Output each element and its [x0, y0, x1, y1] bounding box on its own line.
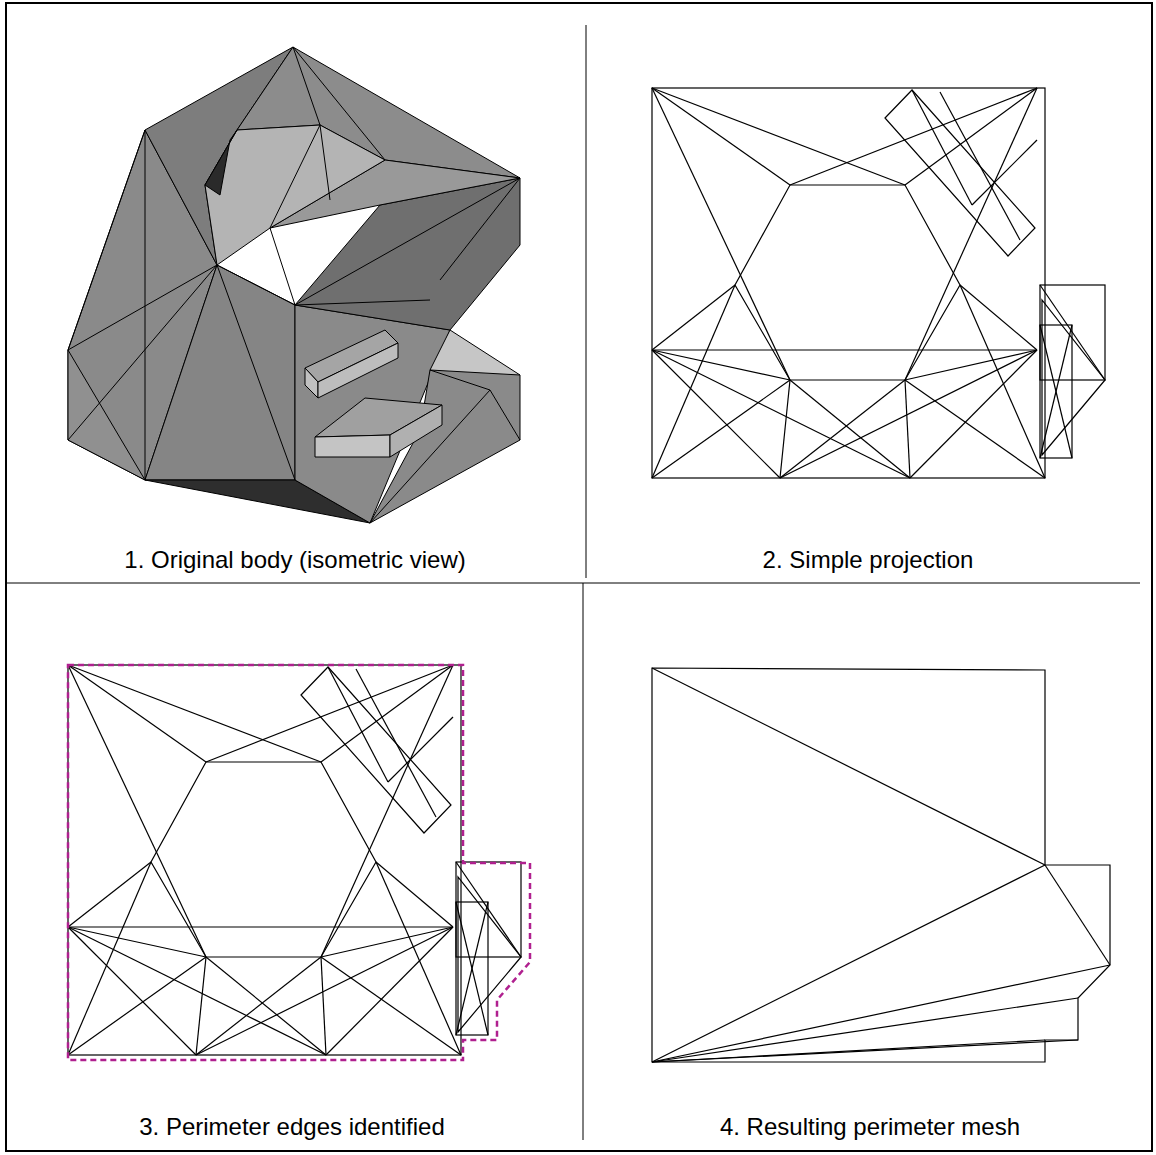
- divider: [583, 583, 584, 1140]
- perimeter-mesh: [652, 668, 1110, 1062]
- projection: [652, 88, 1105, 478]
- isometric-body: [68, 47, 520, 523]
- panel-caption: 4. Resulting perimeter mesh: [717, 1113, 1023, 1141]
- projection: [68, 665, 521, 1055]
- divider: [586, 25, 587, 578]
- outer-frame: [6, 3, 1152, 1151]
- perimeter-outline: [68, 665, 530, 1060]
- panel-caption: 1. Original body (isometric view): [121, 546, 468, 574]
- panel-caption: 2. Simple projection: [760, 546, 977, 574]
- panel-caption: 3. Perimeter edges identified: [136, 1113, 448, 1141]
- divider: [6, 583, 1140, 584]
